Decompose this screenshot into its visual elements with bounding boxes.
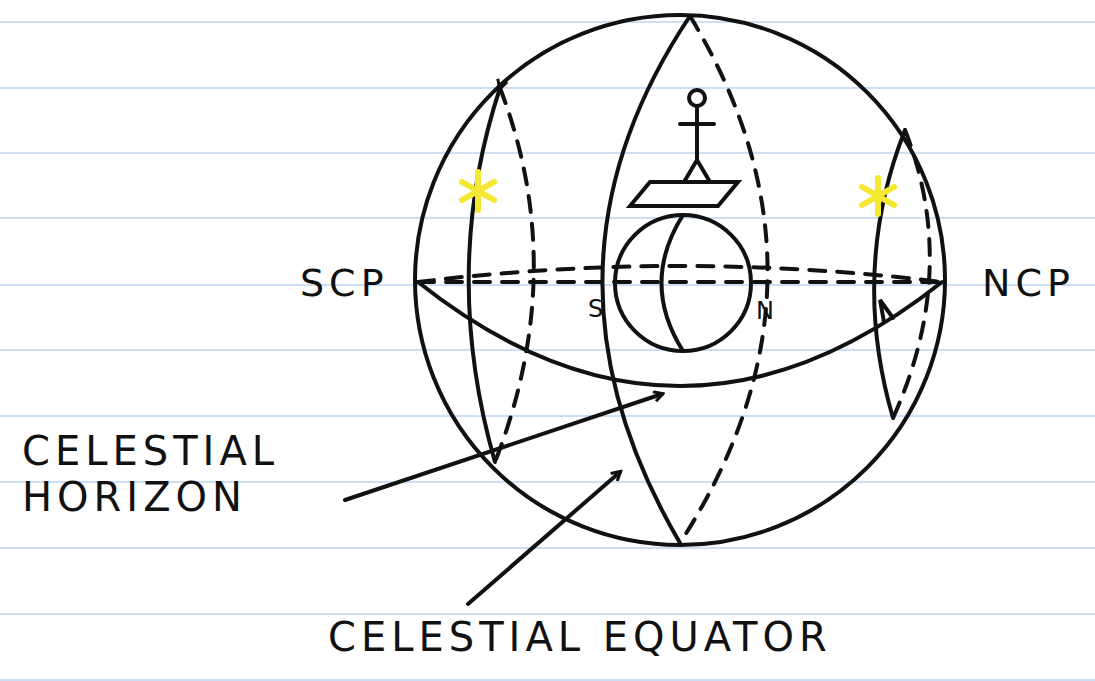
earth-meridian bbox=[662, 215, 684, 351]
leader-line bbox=[468, 472, 620, 604]
leader-line bbox=[345, 394, 662, 500]
star bbox=[462, 172, 494, 210]
callout-label: CELESTIAL HORIZON bbox=[22, 428, 352, 520]
observer-head bbox=[689, 90, 705, 106]
horizon-back bbox=[418, 266, 942, 282]
star-path-arrow bbox=[880, 300, 893, 322]
pole-label: NCP bbox=[982, 262, 1075, 306]
celestial-sphere bbox=[415, 15, 945, 545]
direction-label: S bbox=[588, 296, 606, 324]
star bbox=[862, 178, 894, 214]
celestial-horizon bbox=[418, 282, 942, 386]
star-path-north-back bbox=[893, 130, 930, 418]
notebook-lines bbox=[0, 22, 1095, 680]
star-path-north bbox=[874, 130, 905, 418]
observer bbox=[680, 106, 714, 182]
star-path-south-back bbox=[495, 88, 534, 462]
direction-label: N bbox=[756, 298, 777, 326]
earth bbox=[615, 215, 751, 351]
polar-axis bbox=[418, 280, 942, 284]
callout-label: CELESTIAL EQUATOR bbox=[328, 614, 1048, 660]
star-path-south bbox=[469, 88, 500, 462]
horizon-plane bbox=[630, 182, 738, 206]
equator-back bbox=[680, 16, 768, 543]
pole-label: SCP bbox=[300, 262, 389, 306]
